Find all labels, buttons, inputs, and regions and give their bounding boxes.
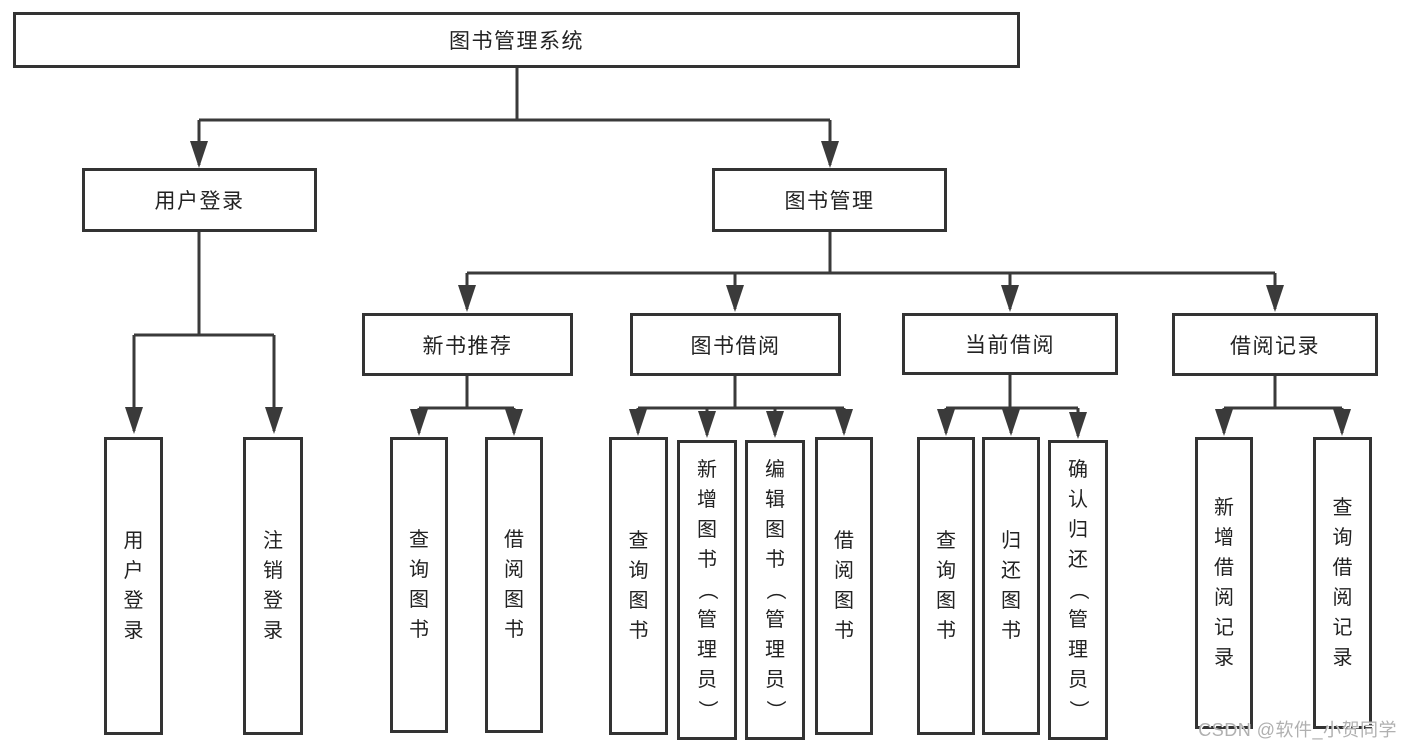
node-label: 借阅记录 <box>1230 334 1320 358</box>
csdn-watermark: CSDN @软件_小贺同学 <box>1198 720 1397 740</box>
node-book-management: 图书管理 <box>712 168 947 232</box>
leaf-return-books: 归还图书 <box>982 437 1040 735</box>
node-label: 编辑图书（管理员） <box>764 459 786 720</box>
leaf-query-books-current: 查询图书 <box>917 437 975 735</box>
leaf-query-books-borrowing: 查询图书 <box>609 437 668 735</box>
leaf-query-borrow-record: 查询借阅记录 <box>1313 437 1372 729</box>
node-label: 归还图书 <box>1001 530 1021 642</box>
leaf-query-books-recommend: 查询图书 <box>390 437 448 733</box>
node-user-login: 用户登录 <box>82 168 317 232</box>
leaf-confirm-return-admin: 确认归还（管理员） <box>1048 440 1108 740</box>
node-label: 注销登录 <box>263 530 283 642</box>
node-label: 查询借阅记录 <box>1332 497 1353 669</box>
leaf-borrow-books-recommend: 借阅图书 <box>485 437 543 733</box>
node-label: 当前借阅 <box>965 334 1055 357</box>
node-label: 借阅图书 <box>834 530 854 642</box>
node-book-borrowing: 图书借阅 <box>630 313 841 376</box>
node-new-book-recommend: 新书推荐 <box>362 313 573 376</box>
node-label: 查询图书 <box>409 529 429 641</box>
leaf-user-login: 用户登录 <box>104 437 163 735</box>
node-label: 图书借阅 <box>690 334 781 358</box>
node-label: 查询图书 <box>628 530 649 642</box>
leaf-logout: 注销登录 <box>243 437 303 735</box>
node-library-management-system: 图书管理系统 <box>13 12 1020 68</box>
leaf-borrow-books-borrowing: 借阅图书 <box>815 437 873 735</box>
node-current-borrowing: 当前借阅 <box>902 313 1118 375</box>
node-label: 图书管理 <box>784 190 875 213</box>
node-label: 新增图书（管理员） <box>696 459 718 720</box>
node-label: 用户登录 <box>154 190 245 213</box>
node-label: 借阅图书 <box>504 529 524 641</box>
leaf-edit-books-admin: 编辑图书（管理员） <box>745 440 805 740</box>
node-label: 确认归还（管理员） <box>1067 459 1089 720</box>
node-label: 图书管理系统 <box>449 30 584 53</box>
node-label: 用户登录 <box>123 530 144 642</box>
node-label: 新增借阅记录 <box>1214 497 1234 669</box>
node-label: 查询图书 <box>936 530 956 642</box>
node-borrowing-records: 借阅记录 <box>1172 313 1378 376</box>
leaf-add-borrow-record: 新增借阅记录 <box>1195 437 1253 729</box>
leaf-add-books-admin: 新增图书（管理员） <box>677 440 737 740</box>
node-label: 新书推荐 <box>422 334 513 358</box>
